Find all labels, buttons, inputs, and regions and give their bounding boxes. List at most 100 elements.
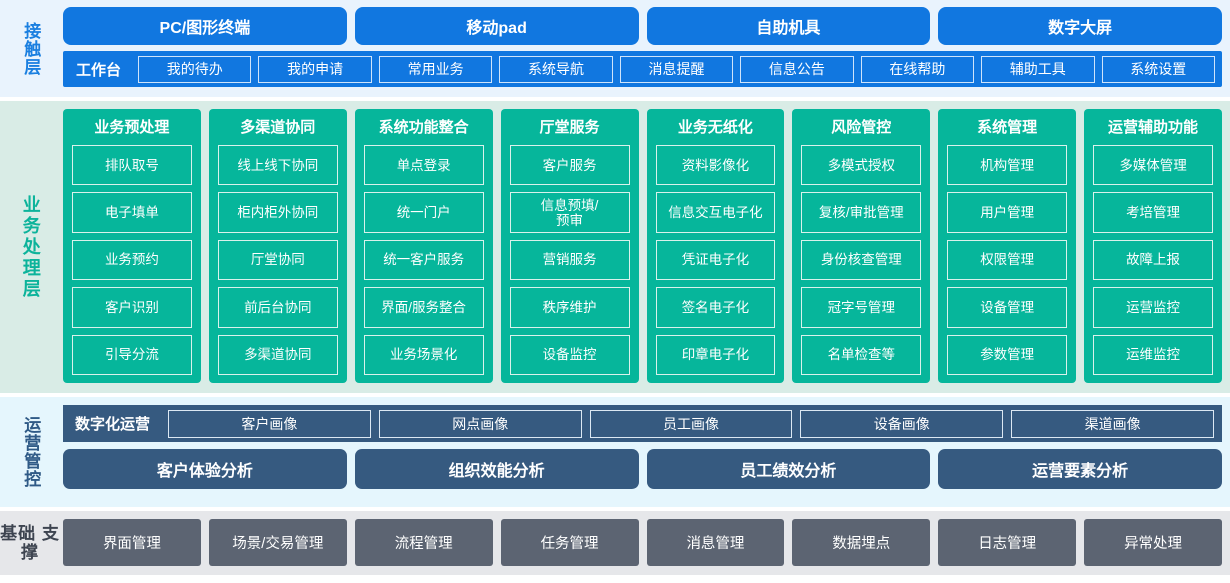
business-item[interactable]: 厅堂协同 — [217, 239, 338, 281]
business-item[interactable]: 排队取号 — [72, 145, 192, 186]
business-item[interactable]: 引导分流 — [72, 334, 192, 376]
foundation-row: 界面管理 场景/交易管理 流程管理 任务管理 消息管理 数据埋点 日志管理 异常… — [63, 519, 1222, 566]
analysis-customer-experience[interactable]: 客户体验分析 — [63, 449, 347, 489]
workbench-item-message-reminder[interactable]: 消息提醒 — [619, 55, 734, 83]
business-item[interactable]: 统一客户服务 — [363, 239, 484, 281]
workbench-item-information-bulletin[interactable]: 信息公告 — [740, 55, 854, 83]
business-item[interactable]: 权限管理 — [947, 239, 1068, 281]
terminal-chip-pc[interactable]: PC/图形终端 — [63, 7, 347, 45]
business-item[interactable]: 多媒体管理 — [1093, 145, 1213, 186]
foundation-item-message-management[interactable]: 消息管理 — [646, 519, 785, 566]
analysis-operation-factors[interactable]: 运营要素分析 — [938, 449, 1222, 489]
business-item[interactable]: 营销服务 — [509, 239, 630, 281]
business-item[interactable]: 冠字号管理 — [801, 287, 922, 328]
business-item[interactable]: 线上线下协同 — [217, 145, 338, 186]
analysis-employee-performance[interactable]: 员工绩效分析 — [646, 449, 931, 489]
column-title: 运营辅助功能 — [1108, 119, 1199, 136]
terminal-chip-digital-screen[interactable]: 数字大屏 — [938, 7, 1222, 45]
digital-operations-title: 数字化运营 — [75, 416, 151, 433]
business-item[interactable]: 设备监控 — [509, 334, 630, 376]
business-column-preprocessing: 业务预处理 排队取号 电子填单 业务预约 客户识别 引导分流 — [63, 109, 201, 383]
business-item[interactable]: 电子填单 — [72, 192, 192, 233]
business-column-system-integration: 系统功能整合 单点登录 统一门户 统一客户服务 界面/服务整合 业务场景化 — [354, 109, 493, 383]
business-column-risk-control: 风险管控 多模式授权 复核/审批管理 身份核查管理 冠字号管理 名单检查等 — [792, 109, 931, 383]
business-item[interactable]: 印章电子化 — [655, 334, 776, 376]
business-item[interactable]: 客户服务 — [509, 145, 630, 186]
business-item[interactable]: 签名电子化 — [655, 287, 776, 328]
analysis-row: 客户体验分析 组织效能分析 员工绩效分析 运营要素分析 — [63, 449, 1222, 489]
column-items: 多模式授权 复核/审批管理 身份核查管理 冠字号管理 名单检查等 — [801, 145, 922, 376]
foundation-item-scenario-transaction-management[interactable]: 场景/交易管理 — [208, 519, 347, 566]
business-item[interactable]: 凭证电子化 — [655, 239, 776, 281]
terminal-chip-mobile-pad[interactable]: 移动pad — [354, 7, 639, 45]
business-item[interactable]: 故障上报 — [1093, 239, 1213, 281]
workbench-item-common-business[interactable]: 常用业务 — [378, 55, 493, 83]
foundation-item-log-management[interactable]: 日志管理 — [938, 519, 1077, 566]
business-item[interactable]: 单点登录 — [363, 145, 484, 186]
contact-layer-label: 接触层 — [21, 21, 41, 76]
workbench-title: 工作台 — [76, 61, 122, 79]
column-items: 客户服务 信息预填/ 预审 营销服务 秩序维护 设备监控 — [509, 145, 630, 376]
column-title: 厅堂服务 — [539, 119, 600, 136]
workbench-item-my-todo[interactable]: 我的待办 — [138, 55, 252, 83]
operations-layer-label: 运营管控 — [21, 416, 41, 488]
business-item[interactable]: 界面/服务整合 — [363, 287, 484, 328]
workbench-item-online-help[interactable]: 在线帮助 — [860, 55, 975, 83]
business-item[interactable]: 设备管理 — [947, 287, 1068, 328]
portrait-device[interactable]: 设备画像 — [800, 409, 1004, 438]
business-item[interactable]: 业务场景化 — [363, 334, 484, 376]
business-item[interactable]: 客户识别 — [72, 287, 192, 328]
foundation-item-task-management[interactable]: 任务管理 — [500, 519, 639, 566]
analysis-organization-efficiency[interactable]: 组织效能分析 — [354, 449, 639, 489]
business-item[interactable]: 前后台协同 — [217, 287, 338, 328]
business-item[interactable]: 信息预填/ 预审 — [509, 192, 630, 233]
business-item[interactable]: 业务预约 — [72, 239, 192, 281]
contact-layer-body: PC/图形终端 移动pad 自助机具 数字大屏 工作台 我的待办 我的申请 常用… — [60, 0, 1230, 97]
business-item[interactable]: 秩序维护 — [509, 287, 630, 328]
business-item[interactable]: 资料影像化 — [655, 145, 776, 186]
column-items: 单点登录 统一门户 统一客户服务 界面/服务整合 业务场景化 — [363, 145, 484, 376]
contact-layer-band: 接触层 PC/图形终端 移动pad 自助机具 数字大屏 工作台 我的待办 我的申… — [0, 0, 1230, 97]
business-item[interactable]: 运维监控 — [1093, 334, 1213, 376]
foundation-item-ui-management[interactable]: 界面管理 — [63, 519, 201, 566]
column-title: 系统功能整合 — [378, 119, 469, 136]
portrait-customer[interactable]: 客户画像 — [168, 409, 371, 438]
portrait-channel[interactable]: 渠道画像 — [1011, 409, 1214, 438]
business-item[interactable]: 多渠道协同 — [217, 334, 338, 376]
column-items: 线上线下协同 柜内柜外协同 厅堂协同 前后台协同 多渠道协同 — [217, 145, 338, 376]
business-item[interactable]: 运营监控 — [1093, 287, 1213, 328]
terminal-chip-self-service[interactable]: 自助机具 — [646, 7, 931, 45]
column-title: 业务预处理 — [94, 119, 170, 136]
business-column-system-management: 系统管理 机构管理 用户管理 权限管理 设备管理 参数管理 — [938, 109, 1077, 383]
business-column-paperless: 业务无纸化 资料影像化 信息交互电子化 凭证电子化 签名电子化 印章电子化 — [646, 109, 785, 383]
business-item[interactable]: 用户管理 — [947, 192, 1068, 233]
foundation-item-data-tracking[interactable]: 数据埋点 — [792, 519, 931, 566]
business-item[interactable]: 考培管理 — [1093, 192, 1213, 233]
business-column-row: 业务预处理 排队取号 电子填单 业务预约 客户识别 引导分流 多渠道协同 线上线… — [63, 109, 1222, 383]
business-item[interactable]: 信息交互电子化 — [655, 192, 776, 233]
foundation-layer-label: 基础 支撑 — [0, 523, 60, 562]
portrait-branch[interactable]: 网点画像 — [378, 409, 582, 438]
business-item[interactable]: 机构管理 — [947, 145, 1068, 186]
business-item[interactable]: 统一门户 — [363, 192, 484, 233]
business-item[interactable]: 多模式授权 — [801, 145, 922, 186]
business-item[interactable]: 名单检查等 — [801, 334, 922, 376]
workbench-item-my-application[interactable]: 我的申请 — [258, 55, 372, 83]
band-divider-1 — [0, 97, 1230, 101]
column-title: 风险管控 — [831, 119, 892, 136]
business-item[interactable]: 参数管理 — [947, 334, 1068, 376]
business-item[interactable]: 柜内柜外协同 — [217, 192, 338, 233]
business-column-lobby-service: 厅堂服务 客户服务 信息预填/ 预审 营销服务 秩序维护 设备监控 — [500, 109, 639, 383]
business-item[interactable]: 复核/审批管理 — [801, 192, 922, 233]
portrait-employee[interactable]: 员工画像 — [589, 409, 793, 438]
workbench-item-system-navigation[interactable]: 系统导航 — [499, 55, 613, 83]
business-item[interactable]: 身份核查管理 — [801, 239, 922, 281]
column-title: 业务无纸化 — [677, 119, 753, 136]
business-layer-label: 业务处理层 — [20, 194, 41, 300]
band-divider-3 — [0, 507, 1230, 511]
workbench-item-system-settings[interactable]: 系统设置 — [1101, 55, 1215, 83]
foundation-item-exception-handling[interactable]: 异常处理 — [1084, 519, 1222, 566]
workbench-item-auxiliary-tools[interactable]: 辅助工具 — [981, 55, 1095, 83]
foundation-item-process-management[interactable]: 流程管理 — [354, 519, 493, 566]
